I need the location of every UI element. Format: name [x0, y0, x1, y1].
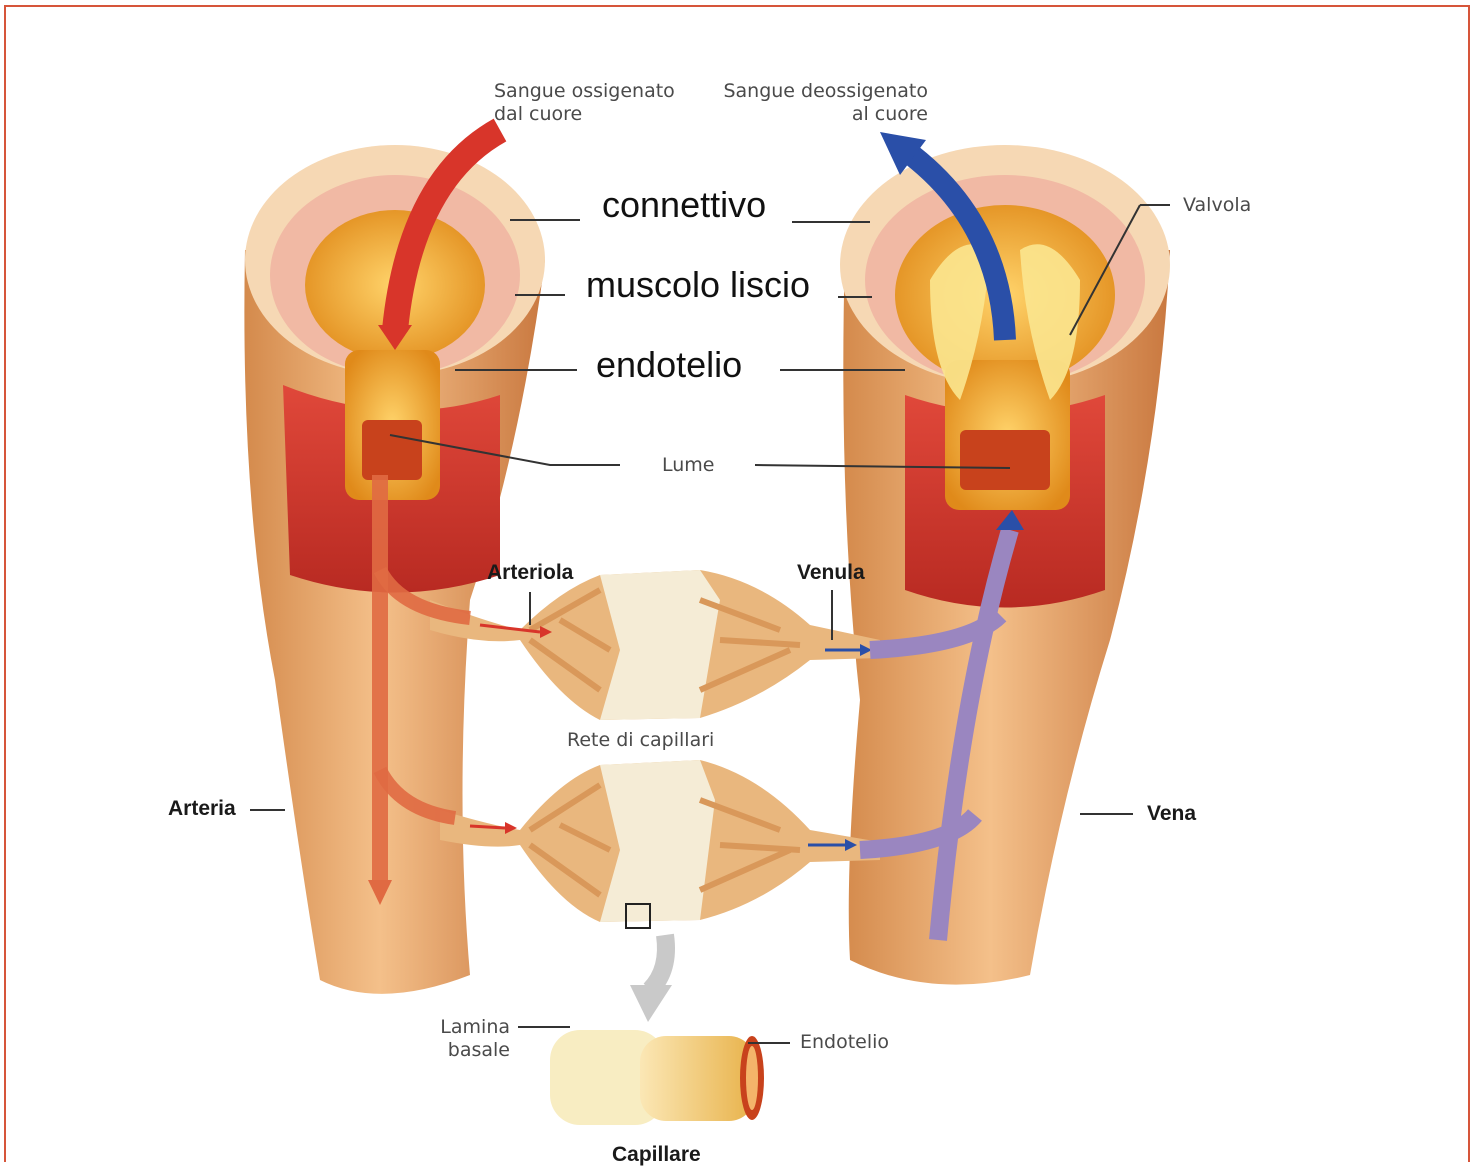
label-arteria: Arteria — [168, 797, 236, 820]
upper-capillary-network — [430, 570, 880, 720]
label-valvola: Valvola — [1183, 194, 1251, 217]
label-capillare: Capillare — [612, 1143, 701, 1166]
label-lamina-basale: Lamina basale — [420, 1016, 510, 1062]
label-endotelio-capillare: Endotelio — [800, 1031, 889, 1054]
label-deoxygenated-blood: Sangue deossigenato al cuore — [718, 80, 928, 126]
label-endotelio: endotelio — [596, 345, 742, 385]
label-oxygenated-blood: Sangue ossigenato dal cuore — [494, 80, 675, 126]
capillary-detail — [550, 1030, 764, 1125]
label-muscolo-liscio: muscolo liscio — [586, 265, 810, 305]
label-lume: Lume — [662, 454, 715, 477]
label-arteriola: Arteriola — [487, 561, 573, 584]
label-rete-capillari: Rete di capillari — [567, 729, 714, 752]
label-connettivo: connettivo — [602, 185, 766, 225]
label-vena: Vena — [1147, 802, 1196, 825]
label-venula: Venula — [797, 561, 865, 584]
